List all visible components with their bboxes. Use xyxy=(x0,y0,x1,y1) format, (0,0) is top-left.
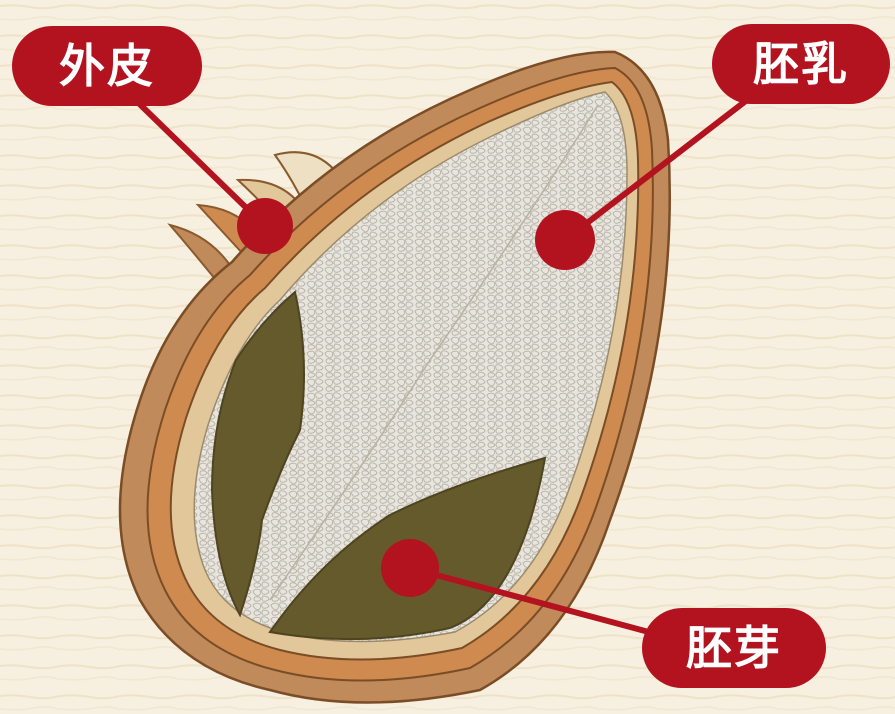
germ-marker-dot xyxy=(381,539,439,597)
endosperm-marker-dot xyxy=(535,210,595,270)
husk-marker-dot xyxy=(237,198,293,254)
germ-label: 胚芽 xyxy=(642,608,826,688)
husk-label: 外皮 xyxy=(12,26,202,106)
endosperm-label: 胚乳 xyxy=(712,24,890,104)
